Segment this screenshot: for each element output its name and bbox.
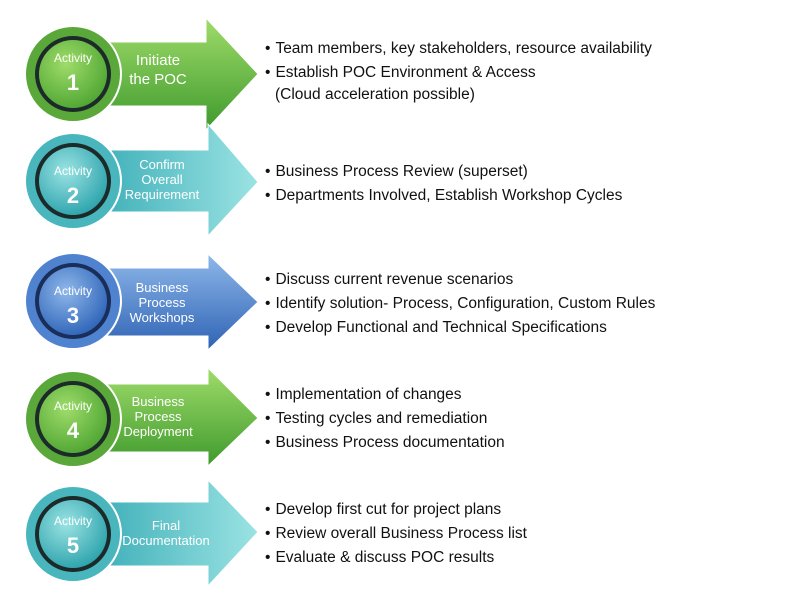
bullet-item: •Identify solution- Process, Configurati… [265,295,656,312]
bullet-item: •Develop first cut for project plans [265,501,502,518]
bullet-item: •Implementation of changes [265,386,462,403]
bullet-item: •Departments Involved, Establish Worksho… [265,187,623,204]
activity-5-label: Final Documentation [122,518,210,548]
bullet-item: •Discuss current revenue scenarios [265,271,514,288]
activity-2-bullets: •Business Process Review (superset) •Dep… [265,160,622,208]
bullet-item: •Establish POC Environment & Access [265,64,536,81]
activity-row-4: Activity 4 Business Process Deployment •… [0,360,800,475]
activity-row-2: Activity 2 Confirm Overall Requirement •… [0,120,800,238]
activity-2-word: Activity [53,164,92,178]
activity-4-arrow-graphic [24,366,259,468]
activity-4-bullets: •Implementation of changes •Testing cycl… [265,383,505,455]
bullet-item-continuation: (Cloud acceleration possible) [275,86,475,103]
activity-4-label: Business Process Deployment [123,394,193,439]
bullet-item: •Business Process documentation [265,434,505,451]
bullet-item: •Evaluate & discuss POC results [265,549,495,566]
activity-badge [39,267,107,335]
activity-5-word: Activity [53,514,92,528]
activity-row-5: Activity 5 Final Documentation •Develop … [0,474,800,589]
activity-row-3: Activity 3 Business Process Workshops •D… [0,238,800,353]
activity-badge [39,385,107,453]
bullet-item: •Team members, key stakeholders, resourc… [265,40,652,57]
activity-3-bullets: •Discuss current revenue scenarios •Iden… [265,268,655,340]
bullet-item: •Testing cycles and remediation [265,410,488,427]
bullet-item: •Review overall Business Process list [265,525,527,542]
activity-badge [39,147,107,215]
activity-5-number: 5 [66,533,80,558]
activity-badge [39,40,107,108]
activity-1-bullets: •Team members, key stakeholders, resourc… [265,37,652,105]
bullet-item: •Business Process Review (superset) [265,163,528,180]
activity-4-number: 4 [66,418,80,443]
activity-3-word: Activity [53,284,92,298]
activity-3-label: Business Process Workshops [129,280,195,325]
activity-1-label: Initiate the POC [129,52,187,88]
activity-badge [39,500,107,568]
activity-1-arrow-graphic [24,16,259,132]
activity-3-arrow-graphic [24,252,259,352]
activity-1-number: 1 [66,70,80,95]
activity-row-1: Activity 1 Initiate the POC •Team member… [0,14,800,132]
activity-2-label: Confirm Overall Requirement [124,157,200,202]
activity-3-number: 3 [66,303,80,328]
activity-1-word: Activity [53,51,92,65]
bullet-item: •Develop Functional and Technical Specif… [265,319,607,336]
activity-2-arrow-graphic [24,122,259,238]
activity-5-bullets: •Develop first cut for project plans •Re… [265,498,527,570]
activity-5-arrow-graphic [24,478,259,588]
activity-2-number: 2 [66,183,80,208]
activity-4-word: Activity [53,399,92,413]
